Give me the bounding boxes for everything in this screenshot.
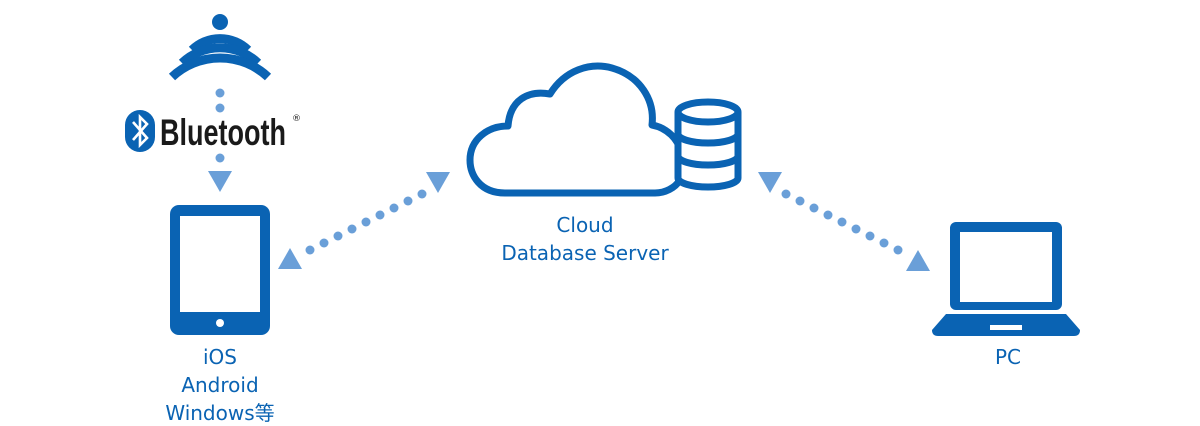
cloud-label-line2: Database Server — [501, 241, 669, 265]
cloud-label: Cloud Database Server — [501, 211, 668, 267]
registered-mark: ® — [292, 114, 301, 124]
pc-label: PC — [994, 345, 1022, 369]
bluetooth-wordmark: Bluetooth — [160, 112, 286, 153]
cloud-pc-connector — [758, 172, 930, 271]
mobile-label: iOS Android Windows等 — [165, 343, 274, 426]
mobile-label-windows: Windows等 — [165, 401, 275, 425]
mobile-label-android: Android — [181, 373, 259, 397]
laptop-icon — [932, 222, 1080, 336]
cloud-label-line1: Cloud — [556, 213, 614, 237]
bluetooth-logo: Bluetooth ® — [125, 110, 301, 153]
tablet-cloud-connector — [278, 172, 450, 269]
bluetooth-connector — [208, 88, 232, 192]
tablet-icon — [170, 205, 270, 335]
mobile-label-ios: iOS — [203, 345, 237, 369]
cloud-icon — [466, 62, 684, 197]
database-icon — [674, 98, 742, 191]
wireless-signal-icon — [168, 14, 272, 81]
